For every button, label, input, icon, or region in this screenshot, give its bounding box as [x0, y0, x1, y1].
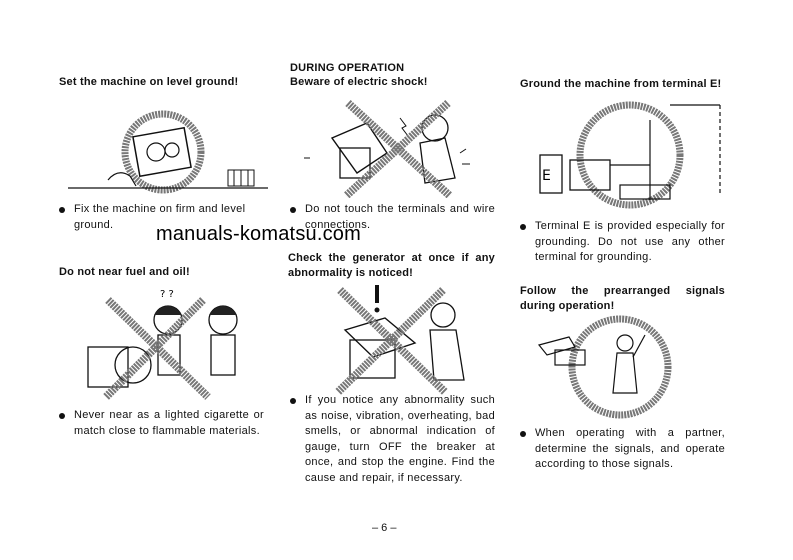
signals-illustration	[537, 315, 672, 419]
svg-text:? ?: ? ?	[160, 289, 174, 300]
col2-bullet-electric-shock: Do not touch the terminals and wire conn…	[290, 202, 495, 233]
bullet-text: When operating with a partner, determine…	[535, 427, 725, 470]
col3-bullet-signals: When operating with a partner, determine…	[520, 426, 725, 473]
col2-bullet-check-generator: If you notice any abnormality such as no…	[290, 393, 495, 486]
bullet-dot	[520, 431, 526, 437]
svg-text:E: E	[542, 168, 551, 184]
electric-shock-illustration	[304, 100, 470, 198]
bullet-dot	[59, 207, 65, 213]
col1-title-level-ground: Set the machine on level ground!	[59, 76, 239, 88]
col1-title-fuel-oil: Do not near fuel and oil!	[59, 266, 190, 278]
bullet-dot	[290, 398, 296, 404]
bullet-text: Fix the machine on firm and level ground…	[74, 203, 246, 231]
col3-title-ground-terminal: Ground the machine from terminal E!	[520, 78, 722, 90]
bullet-text: Do not touch the terminals and wire conn…	[305, 203, 495, 231]
watermark: manuals-komatsu.com	[156, 223, 361, 245]
col3-bullet-ground-terminal: Terminal E is provided especially for gr…	[520, 219, 725, 266]
ground-terminal-illustration: E	[539, 101, 721, 209]
page-number: – 6 –	[372, 522, 397, 534]
section-heading: DURING OPERATION	[290, 62, 405, 74]
col2-title-check-generator: Check the generator at once if any abnor…	[288, 252, 495, 279]
level-ground-illustration	[68, 110, 268, 194]
bullet-dot	[290, 207, 296, 213]
bullet-dot	[520, 224, 526, 230]
col1-bullet-fuel-oil: Never near as a lighted cigarette or mat…	[59, 408, 264, 439]
bullet-text: If you notice any abnormality such as no…	[305, 394, 495, 484]
check-generator-illustration	[335, 285, 465, 395]
col3-title-signals: Follow the prearranged signals during op…	[520, 285, 725, 312]
fuel-oil-warning-illustration: ? ?	[87, 289, 238, 400]
col1-bullet-level-ground: Fix the machine on firm and level ground…	[59, 202, 266, 233]
bullet-dot	[59, 413, 65, 419]
bullet-text: Never near as a lighted cigarette or mat…	[74, 409, 264, 437]
bullet-text: Terminal E is provided especially for gr…	[535, 220, 725, 263]
col2-title-electric-shock: Beware of electric shock!	[290, 76, 428, 88]
